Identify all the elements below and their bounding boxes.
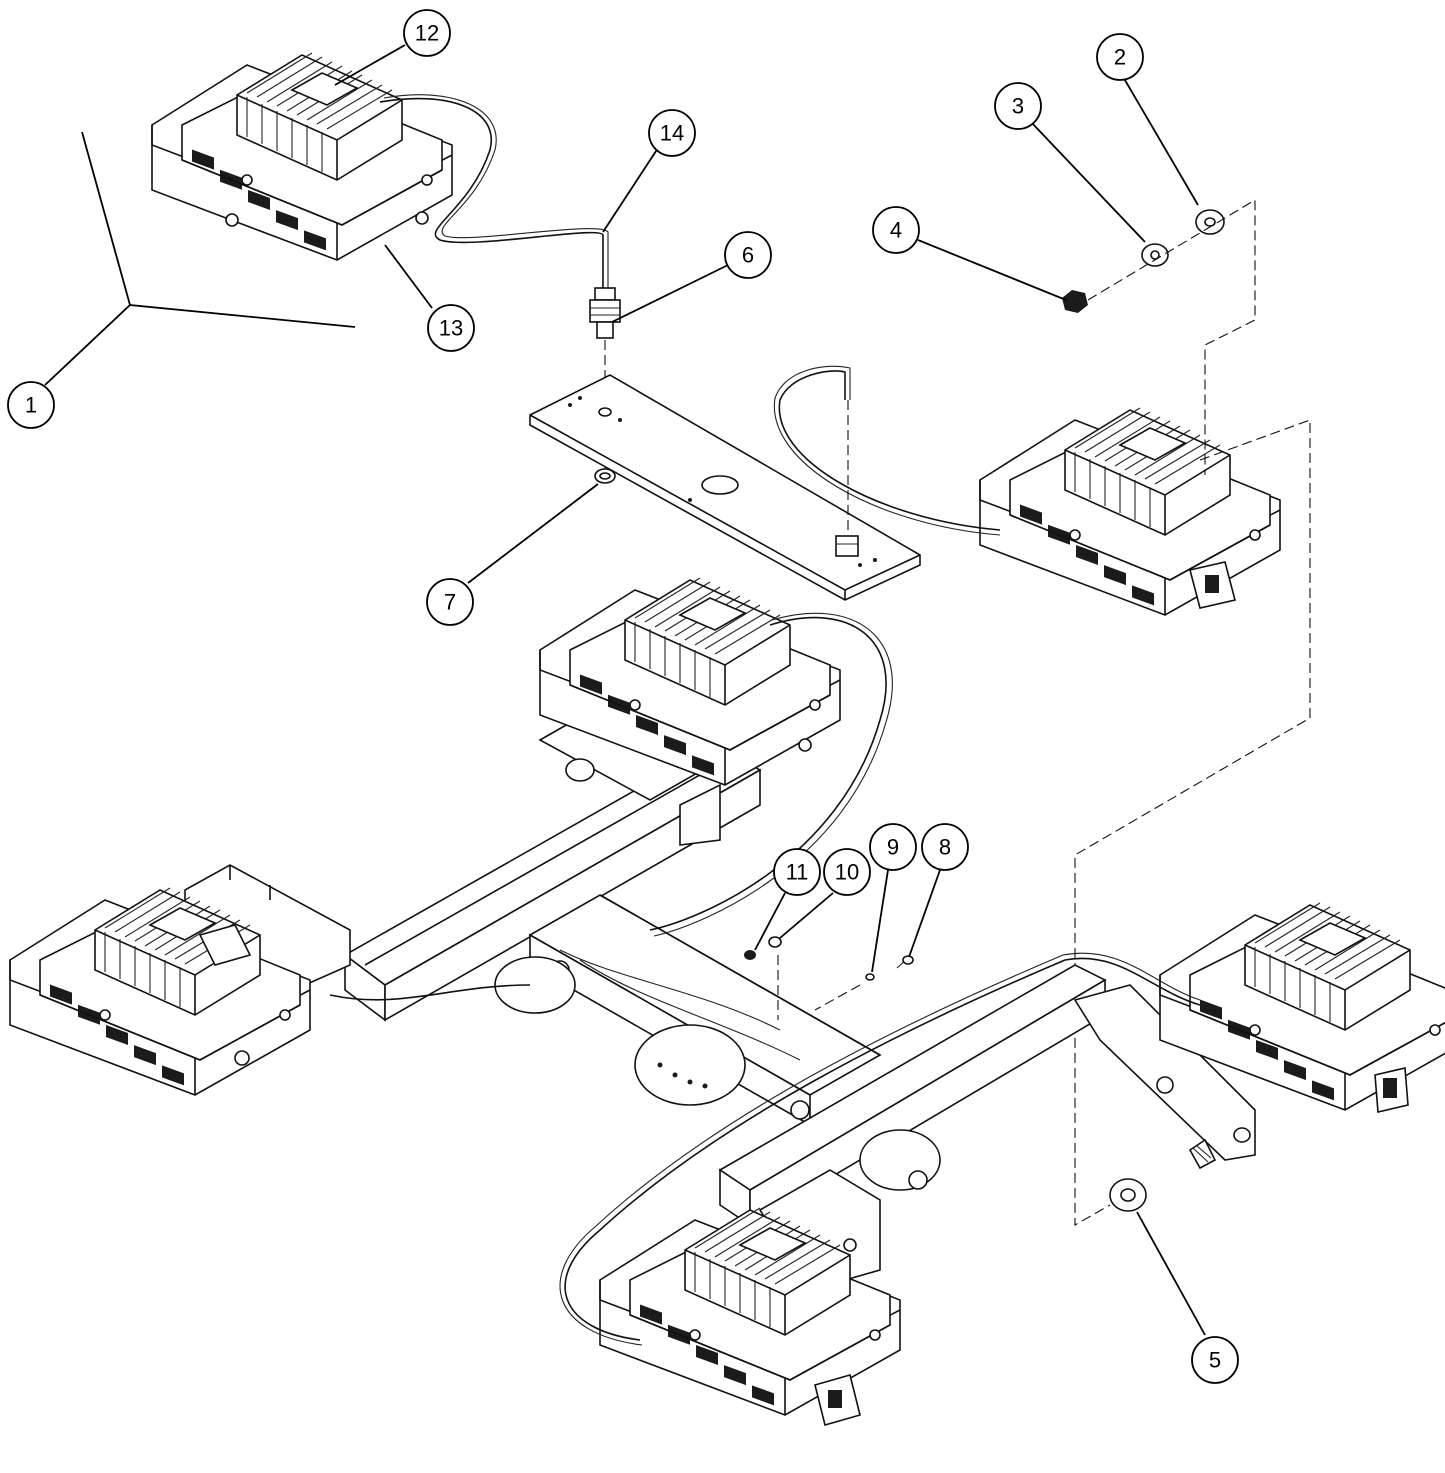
callout-7: 7 — [426, 578, 474, 626]
light-fixture-bottom — [599, 1207, 901, 1426]
callout-6-label: 6 — [742, 243, 754, 268]
callout-7-label: 7 — [444, 590, 456, 615]
callout-5-label: 5 — [1209, 1348, 1221, 1373]
light-fixture-right — [1159, 902, 1445, 1113]
callout-2: 2 — [1096, 33, 1144, 81]
callout-13-label: 13 — [439, 316, 463, 341]
callout-10-label: 10 — [835, 860, 859, 885]
washer-mid — [768, 936, 782, 948]
callout-3: 3 — [994, 82, 1042, 130]
light-fixture-top-left — [151, 52, 453, 261]
light-fixture-top-right — [979, 407, 1281, 616]
callout-9-label: 9 — [887, 835, 899, 860]
cable-bottom — [564, 957, 1201, 1341]
cable-upper-center — [649, 616, 887, 931]
callout-11-label: 11 — [786, 860, 809, 885]
callout-12-label: 12 — [415, 21, 439, 46]
light-fixture-upper-center — [539, 577, 841, 786]
main-frame — [184, 699, 1256, 1291]
callout-10: 10 — [823, 848, 871, 896]
callout-5: 5 — [1191, 1336, 1239, 1384]
washer-small-top — [1141, 243, 1169, 267]
callout-6: 6 — [724, 231, 772, 279]
callout-13: 13 — [427, 304, 475, 352]
callout-3-label: 3 — [1012, 94, 1024, 119]
cable-top-right — [778, 370, 1001, 531]
callout-8-label: 8 — [939, 835, 951, 860]
lock-washer-small — [865, 973, 875, 981]
callout-14: 14 — [648, 109, 696, 157]
leader-lines — [44, 44, 1206, 1336]
callout-4: 4 — [872, 206, 920, 254]
washer-large-top — [1195, 209, 1225, 235]
callout-2-label: 2 — [1114, 45, 1126, 70]
cable-fitting — [589, 287, 621, 339]
callout-9: 9 — [869, 823, 917, 871]
callout-8: 8 — [921, 823, 969, 871]
washer-large-bottom — [1109, 1178, 1147, 1212]
small-screw — [896, 955, 914, 969]
callout-4-label: 4 — [890, 218, 902, 243]
callout-12: 12 — [403, 9, 451, 57]
callout-1: 1 — [7, 381, 55, 429]
callout-14-label: 14 — [660, 121, 684, 146]
light-fixture-left — [9, 887, 311, 1096]
callout-1-label: 1 — [25, 393, 37, 418]
mounting-plate — [529, 374, 921, 601]
callout-11: 11 — [773, 848, 821, 896]
hex-nut-top — [1062, 290, 1088, 313]
nut-under-plate — [594, 468, 616, 484]
cable-top-left — [379, 97, 604, 290]
nut-mid — [744, 950, 756, 960]
